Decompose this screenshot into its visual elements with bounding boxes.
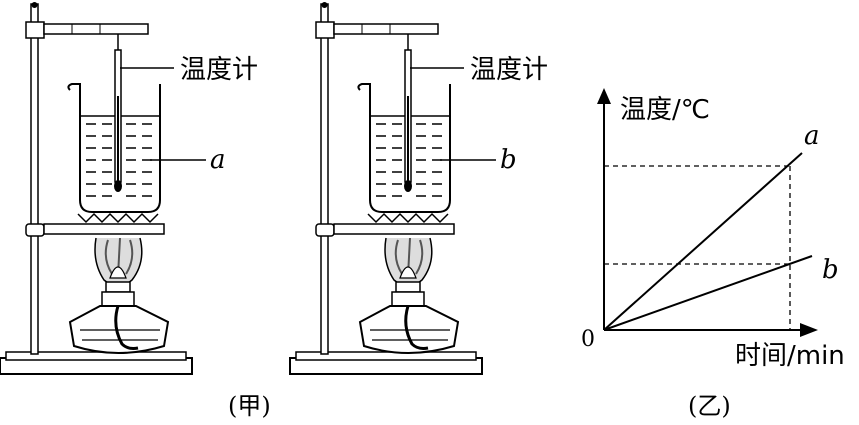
caption-left: (甲) [228,392,271,420]
x-axis-arrow [800,323,818,337]
thermometer-label-a: 温度计 [180,55,258,85]
y-axis-arrow [597,88,611,104]
line-b-label: b [822,255,839,285]
thermometer-label-b: 温度计 [470,55,548,85]
liquid-label-b: b [500,145,517,175]
y-axis-label: 温度/℃ [620,95,710,125]
liquid-label-a: a [210,145,226,175]
temperature-time-graph: 温度/℃ 时间/min 0 a b (乙) [581,88,845,420]
apparatus-b [288,0,484,376]
x-axis-label: 时间/min [735,341,845,371]
caption-right: (乙) [688,392,731,420]
series-line-b [603,255,813,331]
line-a-label: a [804,121,820,151]
series-line-a [603,152,803,331]
apparatus-a [0,0,194,376]
origin-label: 0 [581,327,595,352]
